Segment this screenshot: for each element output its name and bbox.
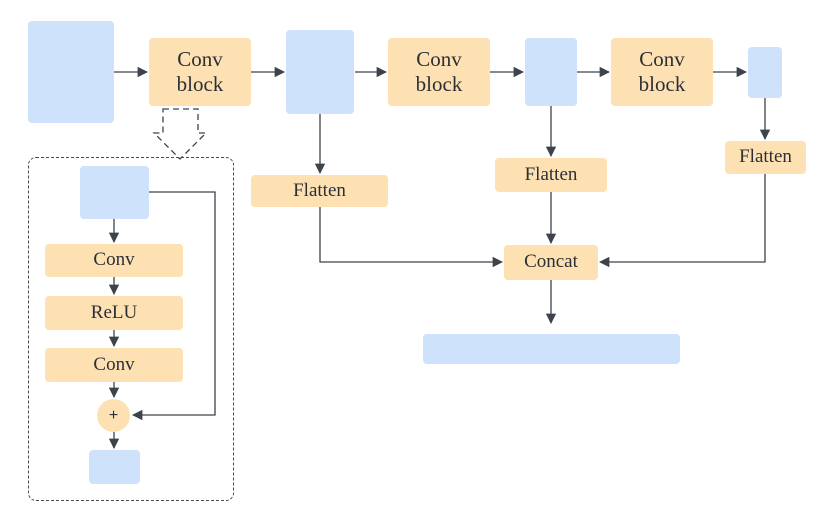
residual-skip-connection — [131, 191, 216, 421]
conv-block-1: Conv block — [149, 38, 251, 106]
conv-block-3: Conv block — [611, 38, 713, 106]
concat: Concat — [504, 245, 598, 280]
flatten-2: Flatten — [495, 158, 607, 192]
input-tensor — [28, 21, 114, 123]
conv-block-2: Conv block — [388, 38, 490, 106]
residual-add-node: + — [97, 399, 130, 432]
conv-block-detail-frame — [28, 157, 234, 501]
arrow-flatten-3-to-concat — [598, 174, 766, 268]
flatten-1: Flatten — [251, 175, 388, 207]
detail-output-tensor — [89, 450, 140, 484]
detail-relu: ReLU — [45, 296, 183, 330]
feature-map-1 — [286, 30, 354, 114]
flatten-3: Flatten — [725, 141, 806, 174]
feature-map-3 — [748, 47, 782, 98]
detail-conv-1: Conv — [45, 244, 183, 277]
detail-conv-2: Conv — [45, 348, 183, 382]
arrow-flatten-1-to-concat — [319, 207, 504, 268]
output-vector — [423, 334, 680, 364]
expand-down-arrow-icon — [152, 108, 208, 160]
detail-input-tensor — [80, 166, 149, 219]
feature-map-2 — [525, 38, 577, 106]
